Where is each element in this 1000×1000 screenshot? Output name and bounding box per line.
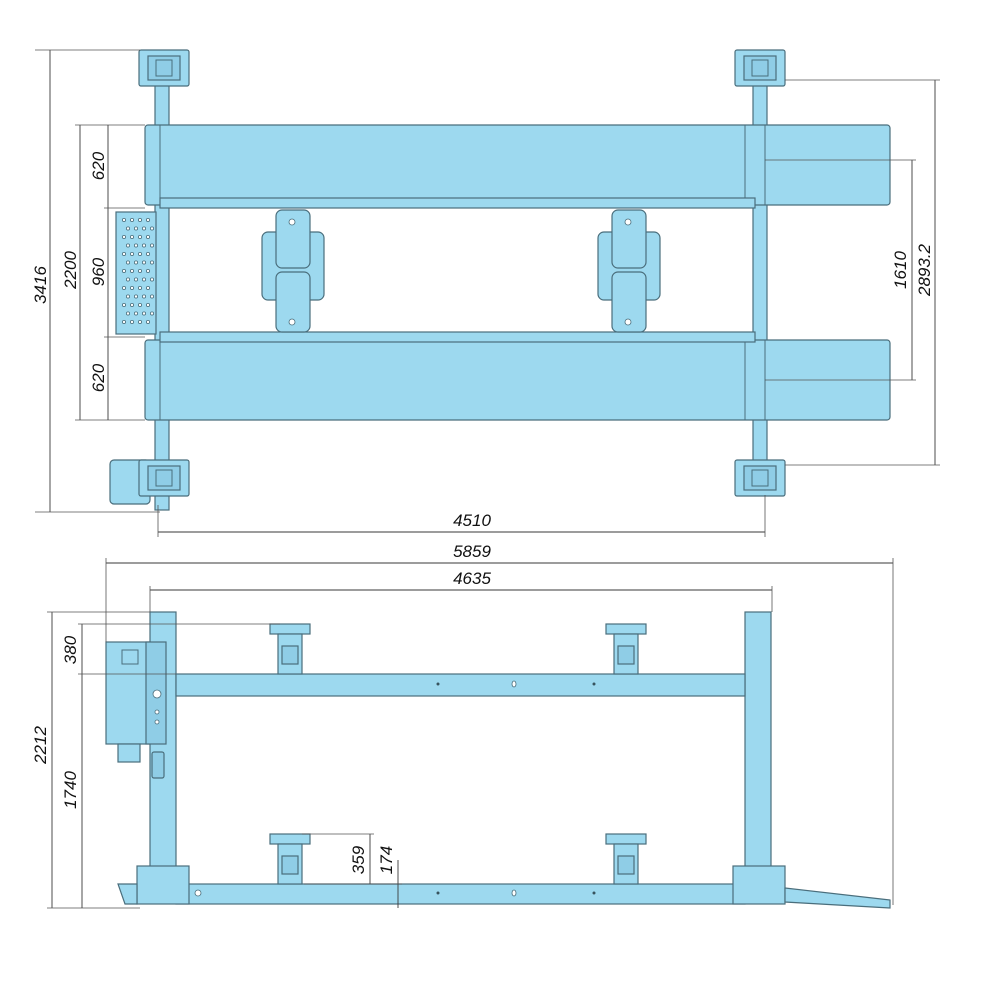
perforation-hole xyxy=(129,217,134,222)
jack-right xyxy=(597,209,661,333)
perforation-hole xyxy=(137,217,142,222)
runway-lower xyxy=(144,331,891,421)
side-view-dimensions xyxy=(47,558,894,909)
top-view xyxy=(35,49,940,537)
perforation-hole xyxy=(129,268,134,273)
perforation-hole xyxy=(149,311,154,316)
perforation-hole xyxy=(149,243,154,248)
jack-left xyxy=(261,209,325,333)
perforation-hole xyxy=(129,234,134,239)
dim-5859: 5859 xyxy=(453,542,491,561)
perforation-hole xyxy=(122,268,127,273)
perforation-hole xyxy=(126,277,131,282)
perforation-hole xyxy=(133,226,138,231)
perforation-hole xyxy=(145,285,150,290)
perforation-hole xyxy=(137,285,142,290)
perforation-hole xyxy=(129,251,134,256)
dim-2893-2: 2893.2 xyxy=(915,243,934,297)
post-top-right xyxy=(734,49,786,87)
runway-upper xyxy=(144,124,891,209)
perforation-hole xyxy=(133,294,138,299)
dim-4635: 4635 xyxy=(453,569,491,588)
dim-3416: 3416 xyxy=(31,266,50,304)
perforation-hole xyxy=(129,319,134,324)
perforation-hole xyxy=(145,319,150,324)
perforation-hole xyxy=(129,302,134,307)
top-view-dimensions xyxy=(35,49,940,537)
perforation-hole xyxy=(149,277,154,282)
upper-rail xyxy=(175,673,746,697)
perforation-hole xyxy=(137,302,142,307)
post-bottom-left xyxy=(109,459,190,505)
perforation-hole xyxy=(145,268,150,273)
side-jack-lower-right xyxy=(605,833,647,885)
dim-380: 380 xyxy=(61,635,80,664)
perforation-hole xyxy=(122,234,127,239)
perforation-hole xyxy=(133,243,138,248)
perforation-hole xyxy=(126,226,131,231)
foot-right xyxy=(732,865,786,905)
perforation-hole xyxy=(126,294,131,299)
post-top-left xyxy=(138,49,190,87)
perforation-hole xyxy=(149,294,154,299)
dim-2212: 2212 xyxy=(31,726,50,765)
perforation-hole xyxy=(145,234,150,239)
perforation-hole xyxy=(149,226,154,231)
perforation-hole xyxy=(122,217,127,222)
perforation-hole xyxy=(126,311,131,316)
dim-174: 174 xyxy=(377,846,396,874)
perforation-hole xyxy=(145,217,150,222)
perforation-hole xyxy=(133,311,138,316)
perforation-hole xyxy=(141,226,146,231)
ramp-right xyxy=(784,887,891,909)
perforation-hole xyxy=(149,260,154,265)
perforation-hole xyxy=(145,251,150,256)
perforation-hole xyxy=(137,234,142,239)
dim-620-lower: 620 xyxy=(89,363,108,392)
perforation-hole xyxy=(133,277,138,282)
perforation-hole xyxy=(137,319,142,324)
perforation-hole xyxy=(145,302,150,307)
side-view xyxy=(47,558,894,909)
side-jack-upper-right xyxy=(605,623,647,675)
dim-4510: 4510 xyxy=(453,511,491,530)
side-jack-lower-left xyxy=(269,833,311,885)
dim-2200: 2200 xyxy=(61,251,80,290)
perforation-hole xyxy=(122,319,127,324)
dim-1610: 1610 xyxy=(891,251,910,289)
perforation-hole xyxy=(122,285,127,290)
dim-620-upper: 620 xyxy=(89,151,108,180)
dim-1740: 1740 xyxy=(61,771,80,809)
perforation-hole xyxy=(122,302,127,307)
perforation-hole xyxy=(141,243,146,248)
perforation-hole xyxy=(122,251,127,256)
foot-left xyxy=(136,865,190,905)
perforated-plate xyxy=(115,211,157,335)
perforation-hole xyxy=(126,243,131,248)
lower-rail xyxy=(175,883,746,905)
side-jack-upper-left xyxy=(269,623,311,675)
dimension-labels: 3416 2200 620 960 620 1610 2893.2 4510 5… xyxy=(31,151,934,874)
perforation-hole xyxy=(141,277,146,282)
post-bottom-right xyxy=(734,459,786,497)
perforation-hole xyxy=(133,260,138,265)
perforation-hole xyxy=(126,260,131,265)
right-column xyxy=(744,611,772,903)
perforation-hole xyxy=(141,260,146,265)
dim-960: 960 xyxy=(89,257,108,286)
ramp-left xyxy=(117,883,138,905)
perforation-hole xyxy=(137,268,142,273)
perforation-hole xyxy=(129,285,134,290)
dim-359: 359 xyxy=(349,845,368,874)
hydraulic-control-box xyxy=(105,641,167,779)
perforation-hole xyxy=(137,251,142,256)
perforation-hole xyxy=(141,311,146,316)
perforation-hole xyxy=(141,294,146,299)
